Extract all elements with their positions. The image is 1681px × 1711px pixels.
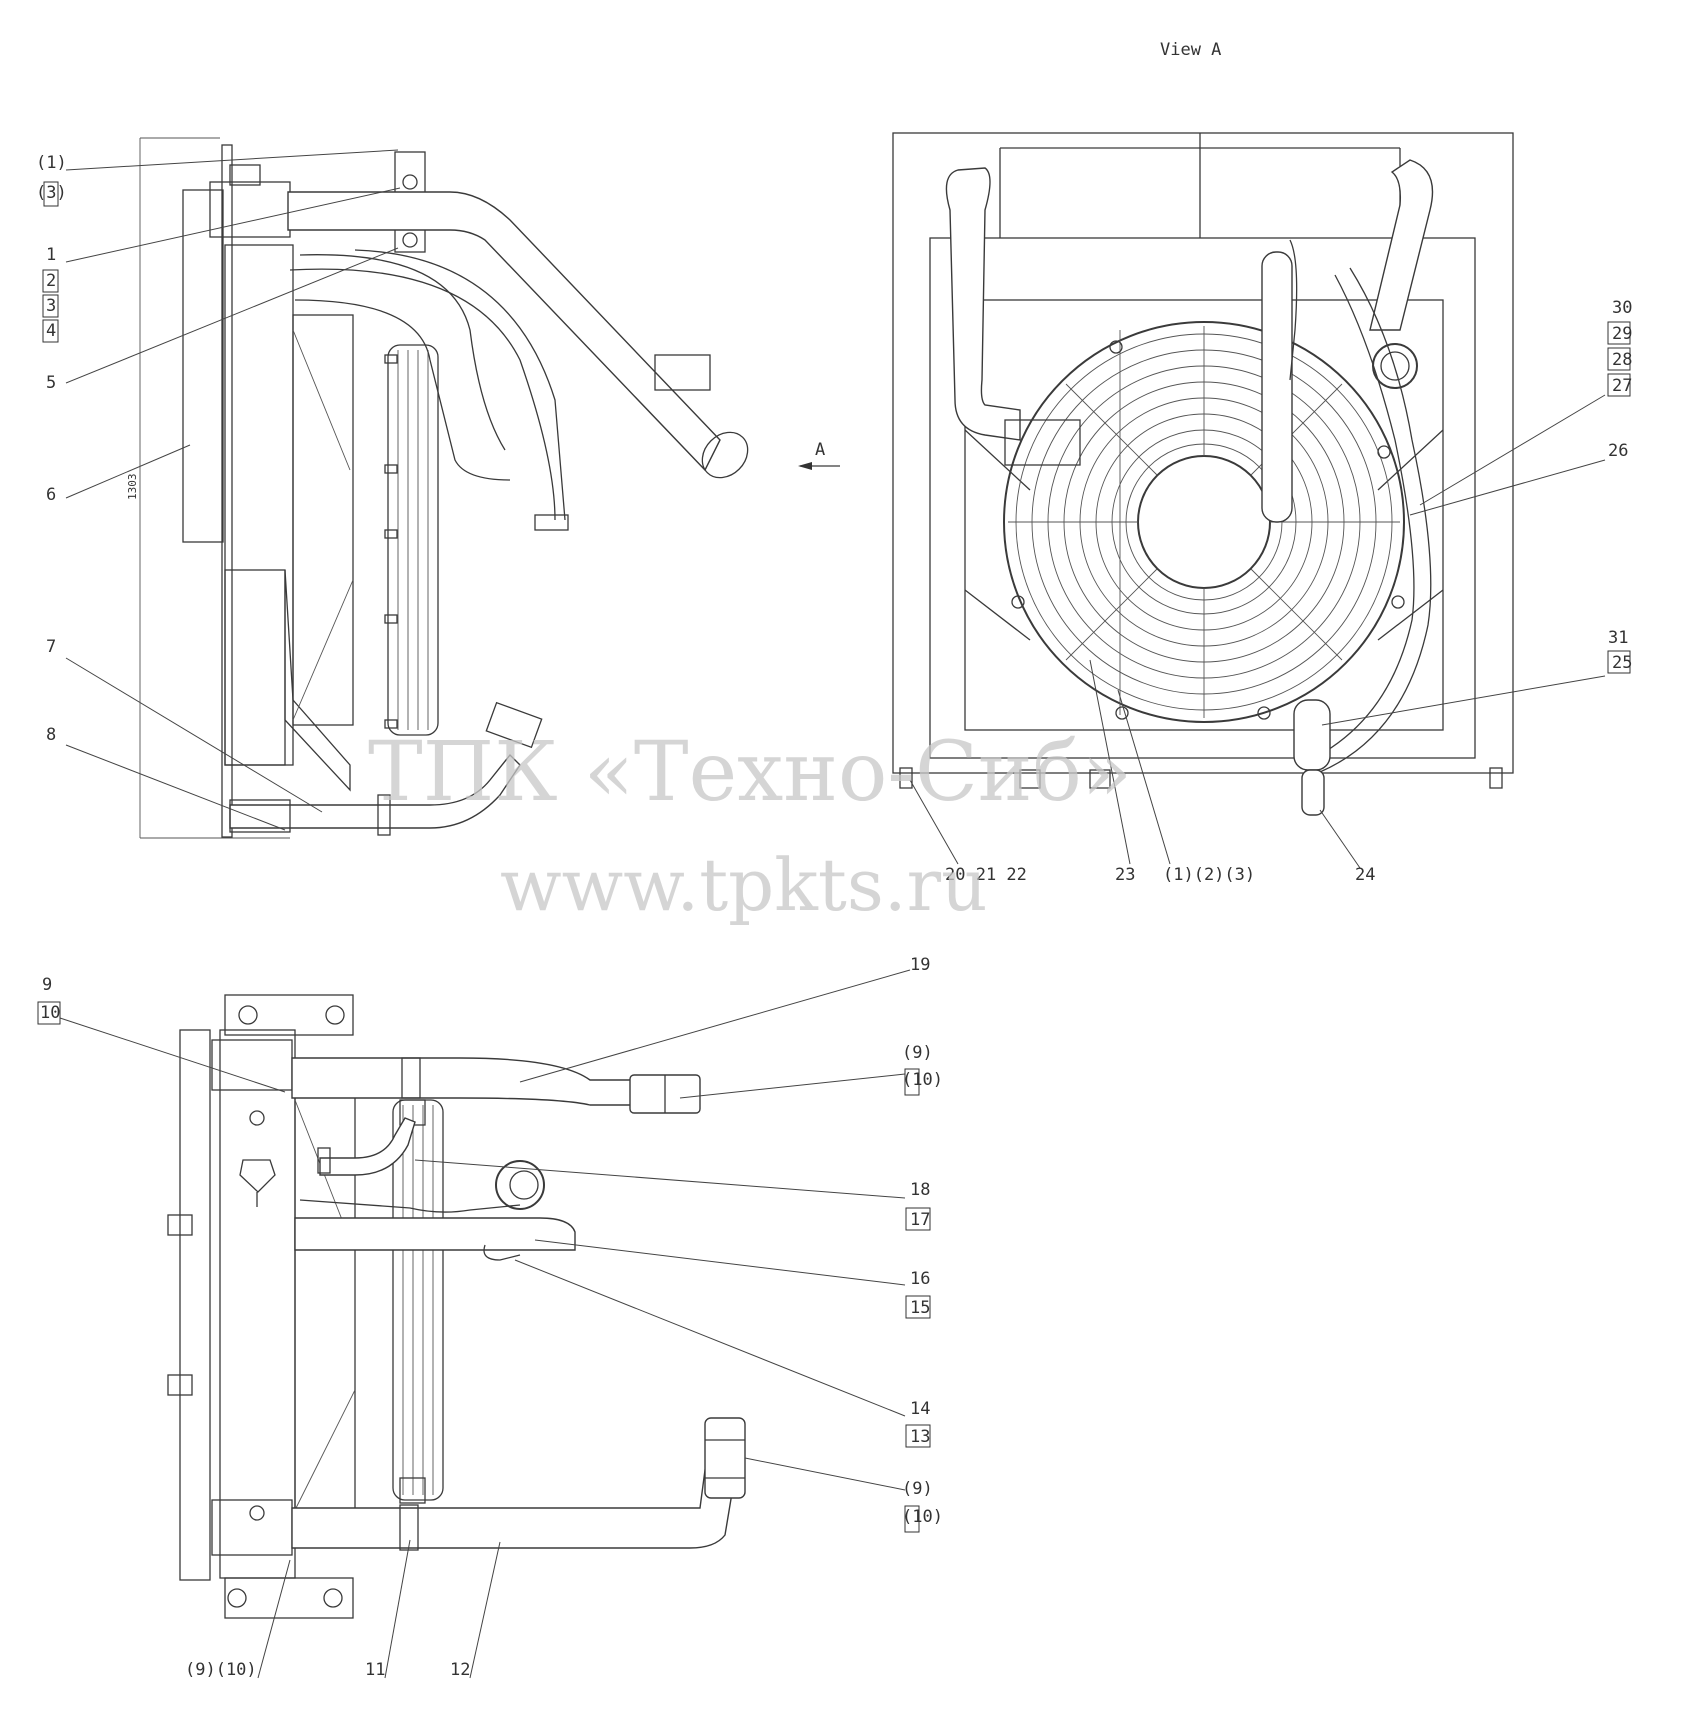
callout-label: 5 [46, 373, 56, 393]
callout-label: (9) [902, 1479, 933, 1499]
callout-label: 19 [910, 955, 930, 975]
callout-label: 1 [46, 245, 56, 265]
callout-label: 18 [910, 1180, 930, 1200]
callout-label: 9 [42, 975, 52, 995]
view-a-callouts: 30 29 28 27 26 31 25 24 20 21 22 23 (1)(… [945, 298, 1632, 885]
callout-label: 11 [365, 1660, 385, 1680]
view-arrow-label: A [815, 440, 825, 460]
callout-label: (9)(10) [185, 1660, 257, 1680]
callout-label: (1)(2)(3) [1163, 865, 1255, 885]
fan-guard-top [392, 1099, 444, 1504]
fan-guard [1003, 321, 1405, 723]
callout-label: 25 [1612, 653, 1632, 673]
callout-label: (10) [902, 1070, 943, 1090]
watermark: ТПК «Техно-Сиб» www.tpkts.ru [368, 725, 1132, 927]
callout-label: 26 [1608, 441, 1628, 461]
callout-label: 23 [1115, 865, 1135, 885]
callout-label: 29 [1612, 324, 1632, 344]
view-a: View A [892, 40, 1606, 869]
callout-label: 28 [1612, 350, 1632, 370]
fan-guard-side [384, 344, 439, 736]
callout-label: 17 [910, 1210, 930, 1230]
watermark-company: ТПК «Техно-Сиб» [368, 725, 1132, 820]
callout-label: 2 [46, 271, 56, 291]
callout-label: (9) [902, 1043, 933, 1063]
callout-label: 14 [910, 1399, 930, 1419]
callout-label: 4 [46, 321, 56, 341]
callout-label: 16 [910, 1269, 930, 1289]
callout-label: 27 [1612, 376, 1632, 396]
watermark-url: www.tpkts.ru [500, 843, 987, 927]
view-title: View A [1160, 40, 1221, 60]
callout-label: 31 [1608, 628, 1628, 648]
side-view-callouts: (1) (3) 1 2 3 4 5 6 7 8 [36, 153, 67, 745]
callout-label: 7 [46, 637, 56, 657]
top-view [59, 969, 911, 1679]
callout-label: 24 [1355, 865, 1375, 885]
callout-label: 30 [1612, 298, 1632, 318]
callout-label: 13 [910, 1427, 930, 1447]
callout-label: 6 [46, 485, 56, 505]
callout-label: 20 21 22 [945, 865, 1027, 885]
callout-label: 8 [46, 725, 56, 745]
callout-label: (1) [36, 153, 67, 173]
callout-label: 10 [40, 1003, 60, 1023]
callout-label: 15 [910, 1298, 930, 1318]
side-view: 1303 [65, 137, 840, 839]
callout-label: 12 [450, 1660, 470, 1680]
callout-label: (10) [902, 1507, 943, 1527]
dimension-label: 1303 [126, 474, 139, 501]
top-view-callouts: 9 10 19 (9) (10) 18 17 16 15 14 13 (9) (… [37, 955, 943, 1680]
callout-label: (3) [36, 183, 67, 203]
callout-label: 3 [46, 296, 56, 316]
